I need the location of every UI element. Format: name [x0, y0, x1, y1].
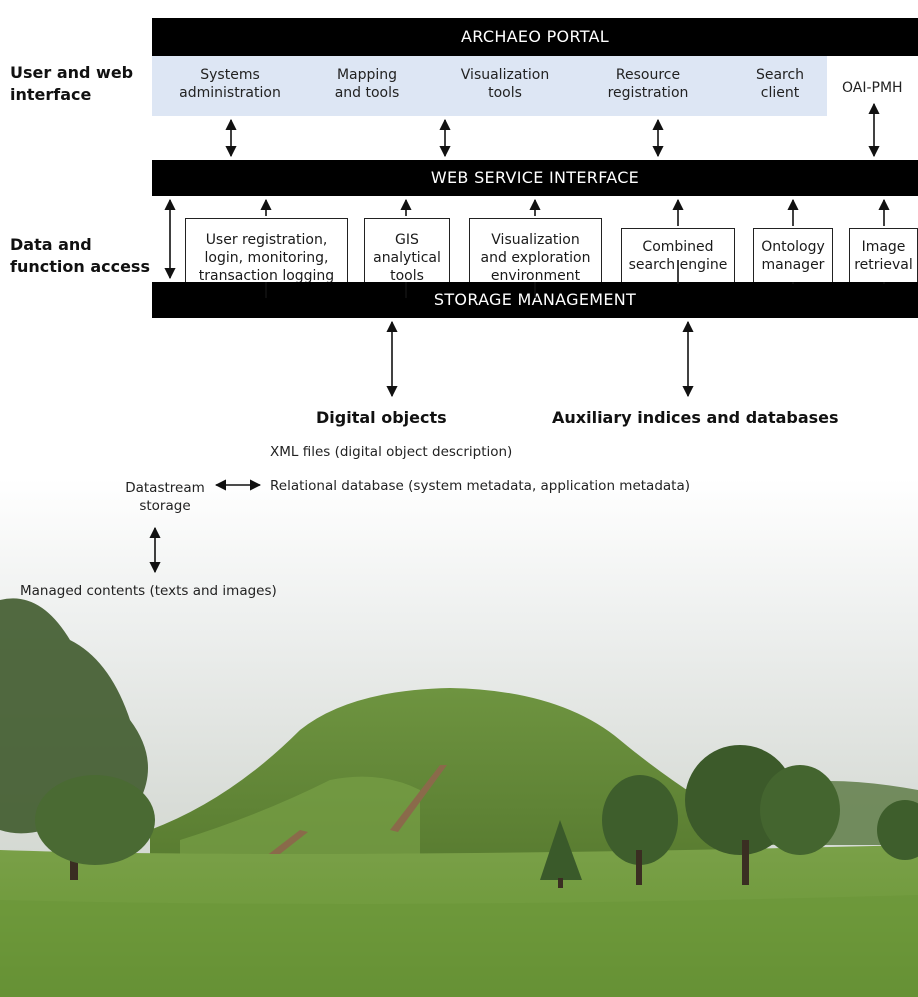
- portal-item-line: registration: [607, 85, 689, 101]
- function-box-line: search engine: [628, 257, 728, 273]
- function-box-line: and exploration: [480, 250, 591, 266]
- function-box-line: Combined: [642, 239, 714, 255]
- portal-item-line: Visualization: [460, 67, 550, 83]
- portal-item-line: client: [760, 85, 800, 101]
- storage-management-title: STORAGE MANAGEMENT: [433, 290, 637, 309]
- portal-item-mapping-tools: Mapping and tools: [312, 66, 422, 102]
- section-label-line: interface: [10, 85, 92, 104]
- datastream-label-line: Datastream: [125, 480, 205, 496]
- portal-item-systems-administration: Systems administration: [160, 66, 300, 102]
- portal-item-line: and tools: [334, 85, 400, 101]
- function-box-line: retrieval: [854, 257, 913, 273]
- function-box-combined-search: Combined search engine: [621, 228, 735, 284]
- function-box-line: login, monitoring,: [204, 250, 329, 266]
- portal-item-line: Systems: [200, 67, 260, 83]
- datastream-label-line: storage: [139, 498, 191, 514]
- function-box-line: Visualization: [491, 232, 580, 248]
- function-box-line: transaction logging: [198, 268, 335, 284]
- web-service-interface-title: WEB SERVICE INTERFACE: [430, 168, 640, 187]
- function-box-line: analytical: [373, 250, 441, 266]
- relational-database-label: Relational database (system metadata, ap…: [270, 478, 690, 494]
- portal-item-resource-registration: Resource registration: [588, 66, 708, 102]
- section-label-line: Data and: [10, 235, 92, 254]
- archaeo-portal-title: ARCHAEO PORTAL: [461, 27, 609, 46]
- section-label-data-function: Data and function access: [10, 234, 150, 278]
- portal-item-line: tools: [488, 85, 522, 101]
- managed-contents-label: Managed contents (texts and images): [20, 583, 277, 599]
- function-box-line: manager: [761, 257, 825, 273]
- datastream-storage-label: Datastream storage: [118, 479, 212, 515]
- function-box-ontology-manager: Ontology manager: [753, 228, 833, 284]
- function-box-line: Image: [861, 239, 906, 255]
- portal-item-line: Resource: [615, 67, 681, 83]
- function-box-line: User registration,: [205, 232, 328, 248]
- portal-item-line: administration: [179, 85, 281, 101]
- function-box-line: tools: [390, 268, 424, 284]
- web-service-interface-bar: WEB SERVICE INTERFACE: [152, 160, 918, 196]
- section-label-user-web: User and web interface: [10, 62, 133, 106]
- archaeo-portal-bar: ARCHAEO PORTAL: [152, 18, 918, 56]
- portal-band: [152, 56, 827, 116]
- function-box-line: Ontology: [761, 239, 825, 255]
- function-box-line: environment: [490, 268, 581, 284]
- function-box-line: GIS: [395, 232, 419, 248]
- xml-files-label: XML files (digital object description): [270, 444, 513, 460]
- oai-pmh-label: OAI-PMH: [842, 80, 903, 96]
- auxiliary-indices-label: Auxiliary indices and databases: [552, 408, 839, 427]
- portal-item-search-client: Search client: [738, 66, 822, 102]
- portal-item-visualization-tools: Visualization tools: [445, 66, 565, 102]
- portal-item-line: Mapping: [336, 67, 398, 83]
- function-box-image-retrieval: Image retrieval: [849, 228, 918, 284]
- storage-management-bar: STORAGE MANAGEMENT: [152, 282, 918, 318]
- digital-objects-label: Digital objects: [316, 408, 447, 427]
- section-label-line: function access: [10, 257, 150, 276]
- section-label-line: User and web: [10, 63, 134, 82]
- portal-item-line: Search: [755, 67, 805, 83]
